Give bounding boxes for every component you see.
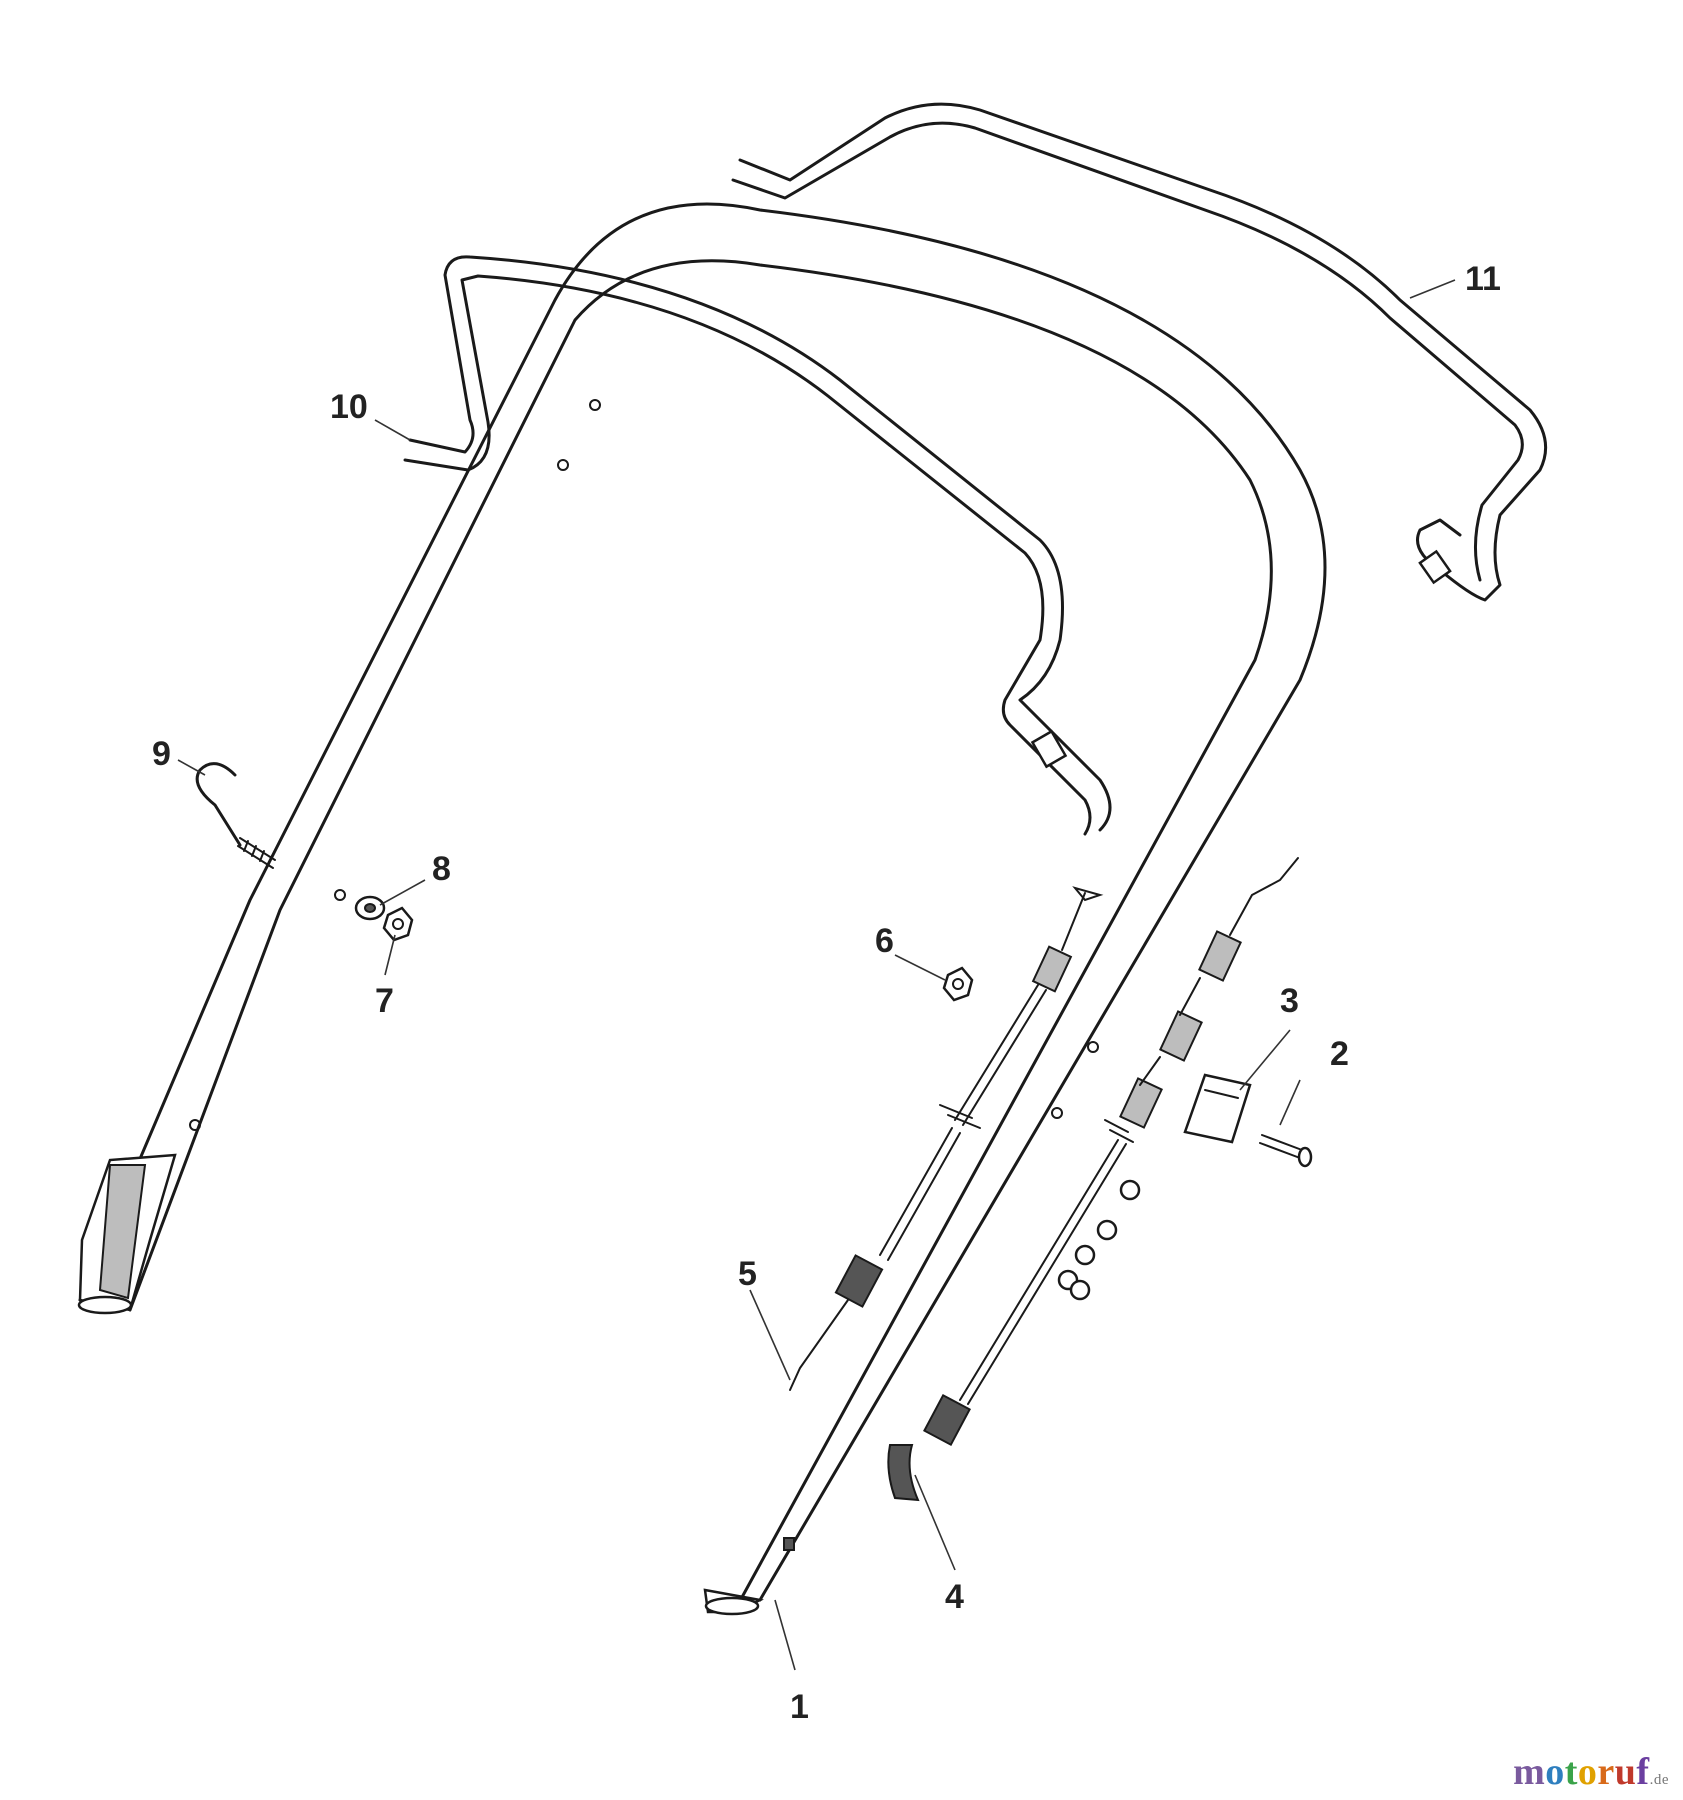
callout-6: 6: [875, 922, 894, 960]
nut-6-drawing: [942, 966, 974, 1002]
watermark-logo: motoruf.de: [1513, 1750, 1669, 1794]
watermark-letter: r: [1597, 1751, 1615, 1793]
drive-cable-drawing: [887, 857, 1299, 1502]
leader-lines: [177, 279, 1456, 1671]
drive-bail-lever-drawing: [731, 102, 1548, 602]
watermark-letter: m: [1513, 1751, 1546, 1793]
callout-10: 10: [330, 388, 368, 426]
callout-labels: 1 2 3 4 5 6 7 8 9 10 11: [152, 260, 1501, 1726]
brake-cable-drawing: [789, 886, 1104, 1391]
watermark-letter: o: [1545, 1751, 1565, 1793]
callout-3: 3: [1280, 982, 1299, 1020]
handle-tube: [77, 202, 1327, 1616]
washer-and-nut-drawing: [354, 895, 414, 942]
watermark-letter: t: [1564, 1751, 1578, 1793]
clip-and-screw-drawing: [1183, 1073, 1313, 1168]
callout-11: 11: [1465, 260, 1501, 298]
star-washers-drawing: [1057, 1179, 1141, 1301]
callout-4: 4: [945, 1578, 964, 1616]
callout-9: 9: [152, 735, 171, 773]
callout-1: 1: [790, 1688, 809, 1726]
callout-7: 7: [375, 982, 394, 1020]
hook-bolt-drawing: [195, 762, 276, 869]
watermark-letter: u: [1614, 1751, 1637, 1793]
callout-8: 8: [432, 850, 451, 888]
watermark-letter: o: [1577, 1751, 1598, 1793]
watermark-letter: f: [1636, 1751, 1650, 1793]
callout-5: 5: [738, 1255, 757, 1293]
callout-2: 2: [1330, 1035, 1349, 1073]
watermark-suffix: .de: [1649, 1772, 1669, 1788]
brake-bail-lever-drawing: [403, 255, 1112, 836]
